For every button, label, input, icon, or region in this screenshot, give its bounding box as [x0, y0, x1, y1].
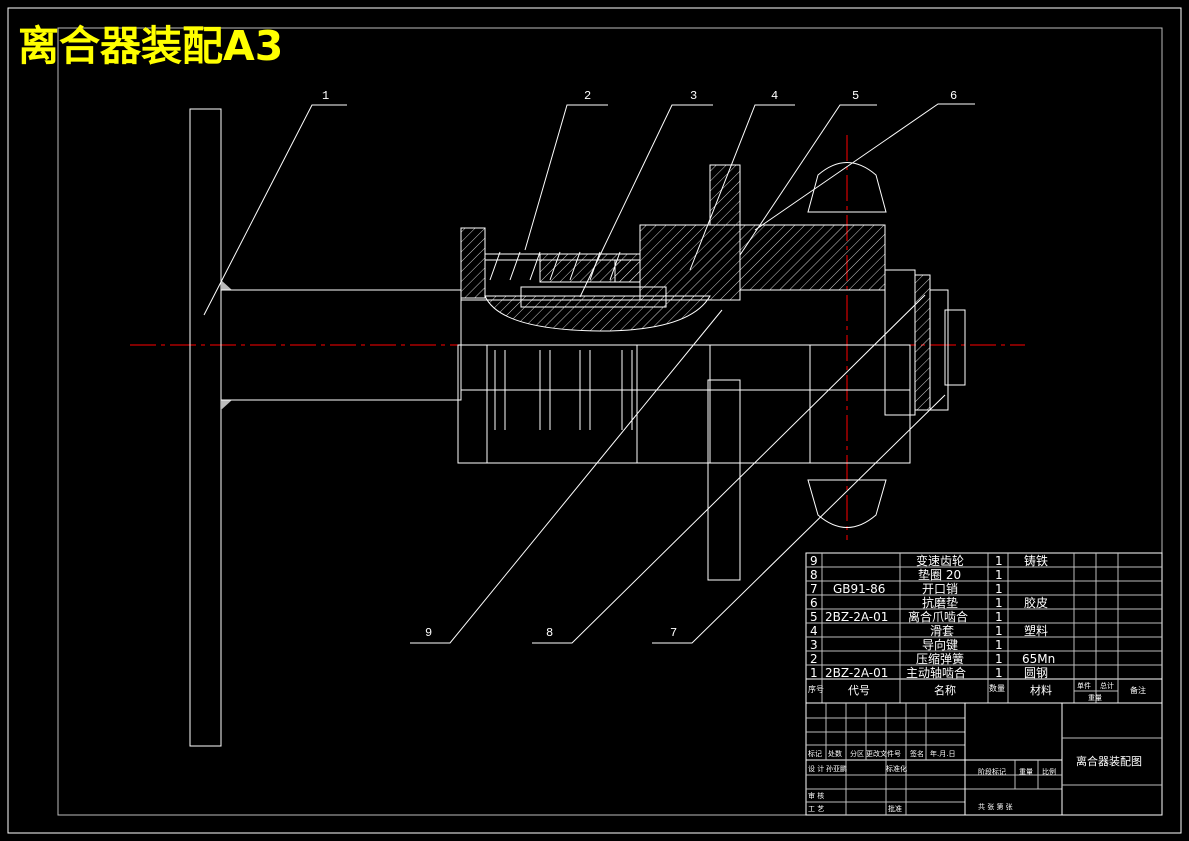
title-block: 标记 处数 分区 更改文件号 签名 年.月.日 设 计 孙亚鹏 标准化 审 核 …	[805, 702, 1163, 816]
bom-qty-2: 1	[995, 652, 1003, 666]
callout-5: 5	[852, 89, 859, 103]
sliding-sleeve	[484, 295, 711, 332]
callout-6: 6	[950, 89, 957, 103]
callout-leaders	[203, 103, 975, 644]
bom-code-1: 2BZ-2A-01	[825, 666, 888, 680]
bom-mat-9: 铸铁	[1024, 553, 1048, 568]
bom-name-9: 变速齿轮	[916, 553, 964, 568]
bom-no-4: 4	[810, 624, 818, 638]
bom-code-5: 2BZ-2A-01	[825, 610, 888, 624]
callout-4: 4	[771, 89, 778, 103]
shaft-collar	[460, 227, 486, 299]
bom-header-qty: 数量	[989, 683, 1005, 693]
bom-no-5: 5	[810, 610, 818, 624]
bom-qty-3: 1	[995, 638, 1003, 652]
tb-drawing-name: 离合器装配图	[1076, 754, 1142, 768]
bom-mat-4: 塑料	[1024, 623, 1048, 638]
bom-header-code: 代号	[848, 684, 870, 697]
clutch-claw	[614, 164, 886, 301]
bom-no-8: 8	[810, 568, 818, 582]
bom-no-3: 3	[810, 638, 818, 652]
tb-review: 审 核	[808, 791, 824, 800]
outer-border	[7, 7, 1182, 834]
gear-tooth-top	[807, 162, 887, 213]
callout-numbers: 1 2 3 4 5 6 9 8 7	[322, 89, 957, 640]
tb-standard: 标准化	[886, 764, 907, 773]
bom-no-7: 7	[810, 582, 818, 596]
tb-scale: 比例	[1042, 767, 1056, 776]
bom-name-2: 压缩弹簧	[916, 651, 964, 666]
bom-mat-6: 胶皮	[1024, 595, 1048, 610]
bom-header-remark: 备注	[1130, 685, 1146, 695]
tb-count: 处数	[828, 749, 842, 758]
assembly-view	[189, 108, 966, 747]
callout-2: 2	[584, 89, 591, 103]
bom-name-1: 主动轴啮合	[906, 665, 966, 680]
bom-header-material: 材料	[1030, 683, 1052, 697]
bom-name-4: 滑套	[930, 624, 954, 638]
bom-qty-7: 1	[995, 582, 1003, 596]
tb-weight: 重量	[1019, 768, 1033, 776]
tb-approve: 批准	[888, 804, 902, 813]
tb-process: 工 艺	[808, 805, 824, 813]
bom-qty-6: 1	[995, 596, 1003, 610]
callout-7: 7	[670, 626, 677, 640]
bom-header-total: 总计	[1100, 681, 1114, 690]
bom-qty-1: 1	[995, 666, 1003, 680]
bom-qty-9: 1	[995, 554, 1003, 568]
bom-table: 9 变速齿轮 1 铸铁 8 垫圈 20 1 7 GB91-86 开口销 1 6 …	[805, 552, 1163, 704]
bom-header-no: 序号	[808, 684, 824, 694]
callout-9: 9	[425, 626, 432, 640]
bom-name-3: 导向键	[922, 637, 958, 652]
bom-name-7: 开口销	[922, 582, 958, 596]
bom-header-weight: 重量	[1088, 694, 1102, 702]
bom-name-6: 抗磨垫	[922, 595, 958, 610]
tb-mark: 标记	[808, 749, 822, 758]
tb-sign: 签名	[910, 749, 924, 758]
flange-fillet-bottom	[221, 400, 232, 410]
bom-name-5: 离合爪啮合	[908, 609, 968, 624]
tb-design: 设 计	[808, 764, 824, 773]
bom-qty-4: 1	[995, 624, 1003, 638]
callout-8: 8	[546, 626, 553, 640]
bom-name-8: 垫圈 20	[918, 567, 961, 582]
shaft-flange	[189, 108, 222, 747]
bom-header-name: 名称	[934, 683, 956, 697]
tb-stage-mark: 阶段标记	[978, 767, 1006, 776]
inner-border	[57, 27, 1163, 816]
tb-sheets: 共 张 第 张	[978, 802, 1013, 811]
bom-qty-5: 1	[995, 610, 1003, 624]
bom-qty-8: 1	[995, 568, 1003, 582]
callout-1: 1	[322, 89, 329, 103]
tb-designer: 孙亚鹏	[826, 764, 847, 773]
tb-date: 年.月.日	[930, 749, 955, 758]
bom-no-9: 9	[810, 554, 818, 568]
drawing-title: 离合器装配A3	[18, 22, 283, 70]
bom-no-2: 2	[810, 652, 818, 666]
bom-mat-2: 65Mn	[1022, 652, 1055, 666]
callout-3: 3	[690, 89, 697, 103]
tb-zone: 分区	[850, 749, 864, 758]
tb-change-doc: 更改文件号	[866, 749, 901, 758]
bom-header-unit: 单件	[1077, 681, 1091, 690]
bom-mat-1: 圆钢	[1024, 666, 1048, 680]
bom-no-6: 6	[810, 596, 818, 610]
flange-fillet-top	[221, 280, 232, 290]
bom-code-7: GB91-86	[833, 582, 885, 596]
bom-no-1: 1	[810, 666, 818, 680]
